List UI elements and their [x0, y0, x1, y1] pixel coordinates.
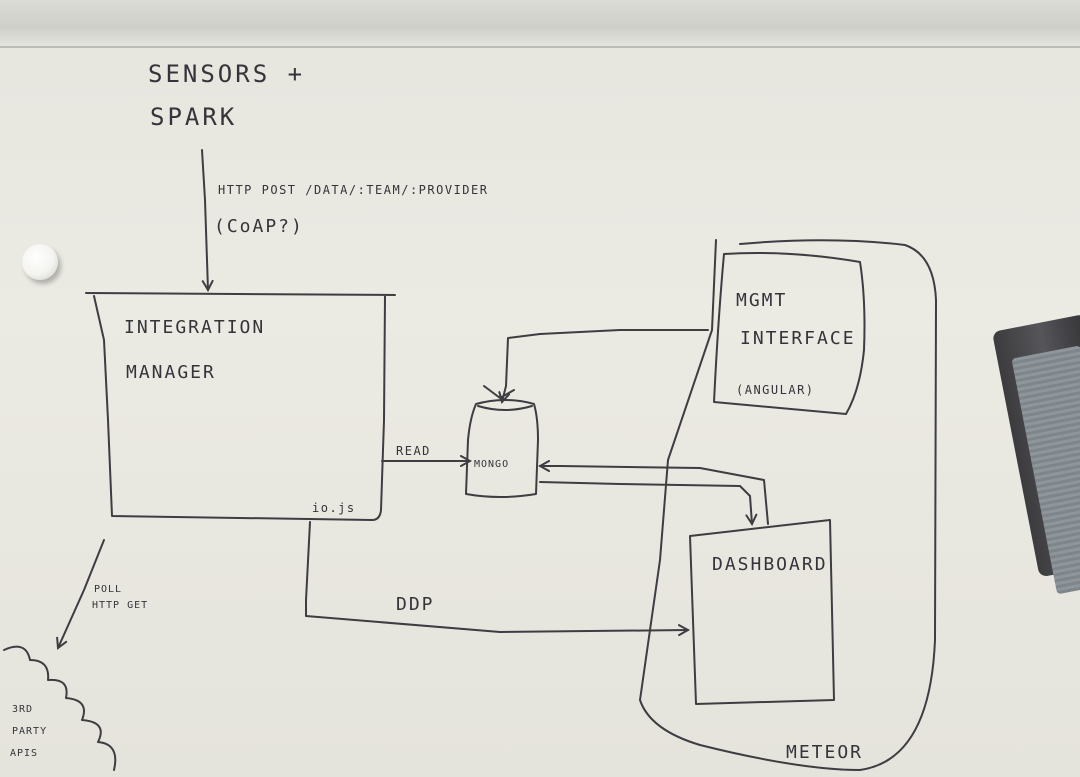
dashboard-to-mongo-arrow [540, 466, 769, 525]
ingest-edge-label-line1: HTTP POST /DATA/:TEAM/:PROVIDER [218, 183, 488, 197]
mongo-cylinder-top [477, 405, 533, 411]
mongo-to-dashboard-arrow [539, 481, 752, 524]
integration-manager-label-line2: MANAGER [126, 362, 216, 383]
source-label-line1: SENSORS + [148, 60, 305, 88]
mgmt-to-mongo-arrow [502, 329, 709, 402]
dashboard-label: DASHBOARD [712, 554, 828, 575]
third-party-cloud [3, 645, 117, 771]
mgmt-interface-box [713, 252, 866, 415]
mgmt-label-line3: (ANGULAR) [736, 383, 815, 397]
integration-manager-runtime: io.js [312, 501, 356, 515]
ddp-arrow [305, 521, 688, 632]
poll-arrow [58, 539, 105, 648]
ddp-edge-label: DDP [396, 594, 435, 615]
ingest-edge-label-line2: (CoAP?) [214, 216, 304, 237]
integration-manager-label-line1: INTEGRATION [124, 317, 265, 338]
source-label-line2: SPARK [150, 103, 237, 131]
mgmt-to-mongo-arrowhead-ink [483, 385, 515, 399]
poll-edge-label-line1: POLL [94, 584, 122, 595]
mgmt-label-line1: MGMT [736, 290, 787, 311]
whiteboard-tray [0, 0, 1080, 48]
third-party-label-line1: 3RD [12, 704, 33, 715]
ingest-arrow [201, 149, 208, 290]
dashboard-box [689, 519, 835, 705]
third-party-label-line3: APIS [10, 748, 38, 759]
mongo-label: MONGO [474, 459, 509, 470]
integration-manager-box [85, 292, 396, 521]
mgmt-label-line2: INTERFACE [740, 328, 856, 349]
magnet [22, 244, 58, 280]
meteor-boundary [639, 239, 937, 771]
meteor-label: METEOR [786, 742, 863, 763]
poll-edge-label-line2: HTTP GET [92, 600, 148, 611]
mongo-cylinder [465, 399, 539, 498]
third-party-label-line2: PARTY [12, 726, 47, 737]
read-edge-label: READ [396, 444, 431, 458]
